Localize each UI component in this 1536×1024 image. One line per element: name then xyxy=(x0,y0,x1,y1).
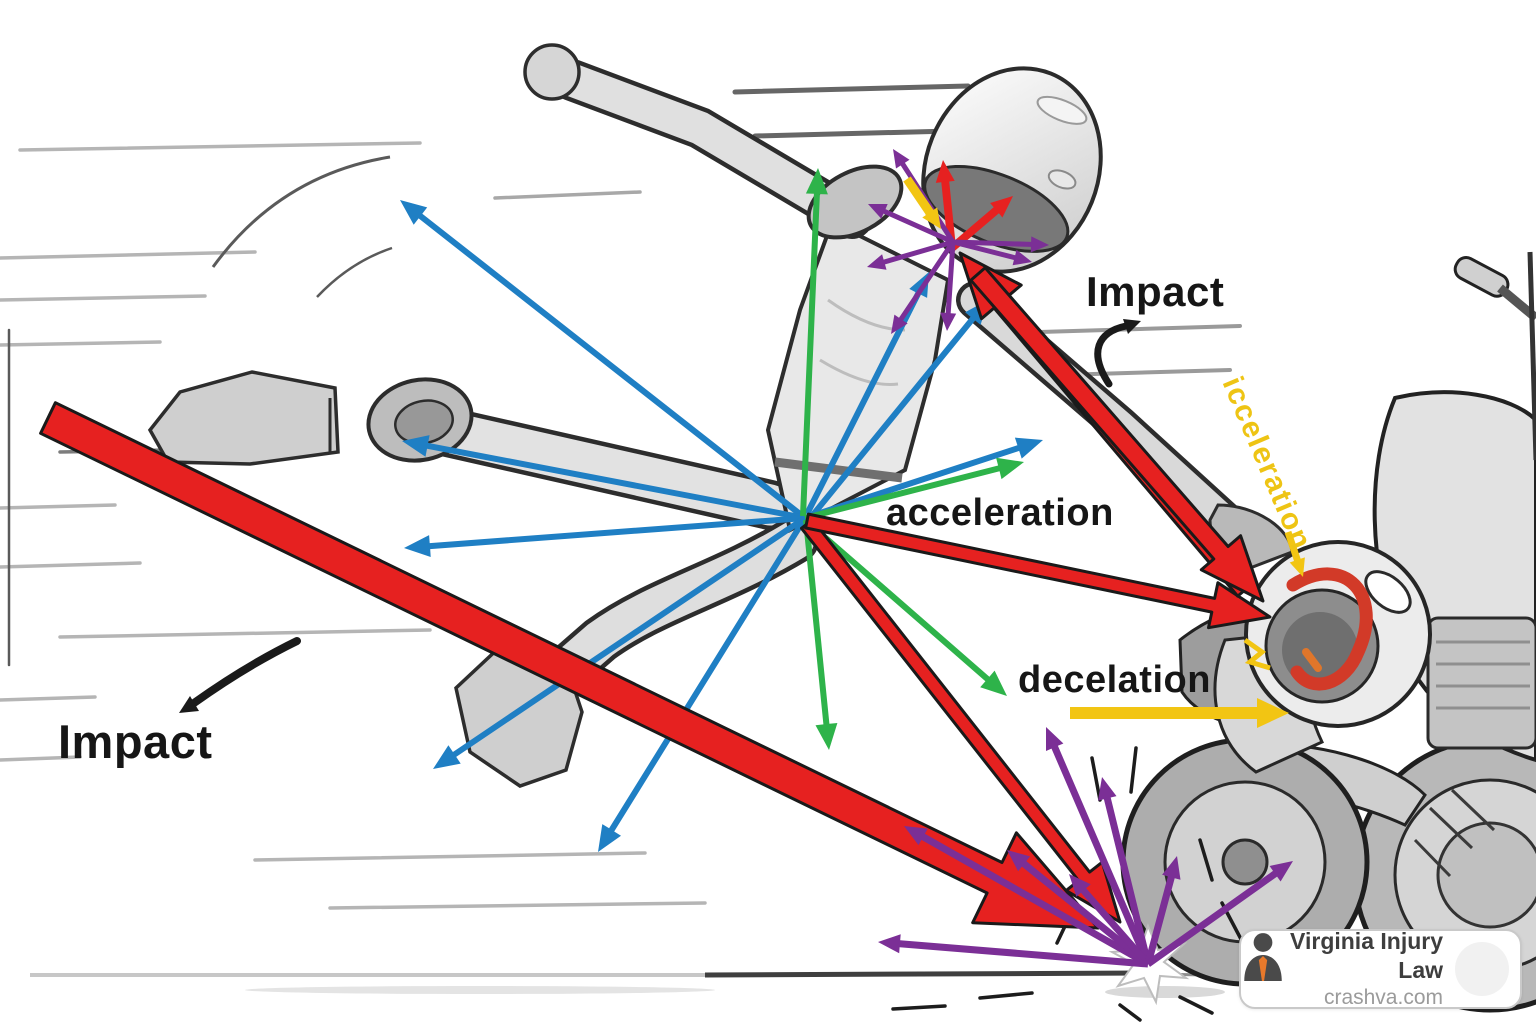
force-arrow-purple-30 xyxy=(1069,874,1151,967)
force-arrow-blue-0 xyxy=(400,200,807,521)
force-arrow-purple-21 xyxy=(867,239,954,270)
person-silhouette-icon xyxy=(1244,933,1509,996)
left-boot xyxy=(147,370,340,466)
annotation-curve-arrowhead-1 xyxy=(179,696,199,713)
annotation-curve-arrowhead-0 xyxy=(1123,319,1141,334)
force-arrow-purple-33 xyxy=(1146,861,1293,967)
force-arrow-red-17 xyxy=(935,160,956,249)
badge-domain: crashva.com xyxy=(1323,985,1443,1009)
engine-block xyxy=(1426,616,1536,750)
force-arrow-green-10 xyxy=(803,517,1007,696)
force-arrow-green-9 xyxy=(804,457,1024,521)
motion-arcs xyxy=(211,155,393,298)
watermark-badge[interactable]: Virginia Injury Law crashva.com xyxy=(1239,928,1522,1009)
force-arrow-purple-25 xyxy=(940,241,957,331)
force-arrow-green-11 xyxy=(803,519,838,750)
force-arrow-blue-2 xyxy=(404,515,806,557)
force-arrow-red-18 xyxy=(949,196,1013,251)
force-arrow-blue-4 xyxy=(598,516,808,852)
force-arrow-purple-20 xyxy=(868,204,954,245)
force-arrow-green-8 xyxy=(800,168,828,517)
force-arrow-blue-7 xyxy=(809,300,988,518)
force-arrow-purple-31 xyxy=(878,934,1149,968)
fist xyxy=(523,43,581,101)
force-arrow-purple-29 xyxy=(1007,850,1151,967)
force-arrow-purple-23 xyxy=(952,236,1049,253)
impact-label-bottom: Impact xyxy=(58,715,213,768)
force-arrow-yellow-36 xyxy=(1284,530,1305,577)
helmet-red-strap xyxy=(1286,567,1373,691)
force-arrow-red-16 xyxy=(969,266,1265,603)
force-arrow-red-12 xyxy=(39,401,1100,930)
annotation-curve-arrow-0 xyxy=(1094,322,1130,388)
handlebar xyxy=(1453,251,1536,461)
impact-label-top: Impact xyxy=(1086,268,1225,315)
force-arrow-purple-24 xyxy=(952,239,1032,266)
force-arrow-yellow-35 xyxy=(1070,698,1289,728)
motorcycle-illustration xyxy=(1120,251,1536,1013)
force-arrow-blue-6 xyxy=(804,272,929,516)
force-arrow-purple-22 xyxy=(891,240,956,334)
spark xyxy=(1243,637,1271,671)
force-arrow-blue-1 xyxy=(402,435,806,521)
badge-title: Virginia Injury Law xyxy=(1290,928,1443,983)
shoulder-pad xyxy=(806,164,904,240)
force-arrow-blue-3 xyxy=(433,515,807,769)
force-arrow-purple-27 xyxy=(1098,777,1152,965)
decelation-label: decelation xyxy=(1018,659,1211,701)
force-arrow-purple-32 xyxy=(1144,856,1181,965)
force-arrow-purple-28 xyxy=(904,826,1150,967)
force-arrow-purple-26 xyxy=(1046,727,1152,966)
annotation-curve-arrow-1 xyxy=(190,637,301,707)
force-arrow-yellow-34 xyxy=(903,176,941,229)
acceleration-label: acceleration xyxy=(886,492,1114,534)
force-arrow-red-14 xyxy=(804,512,1272,630)
